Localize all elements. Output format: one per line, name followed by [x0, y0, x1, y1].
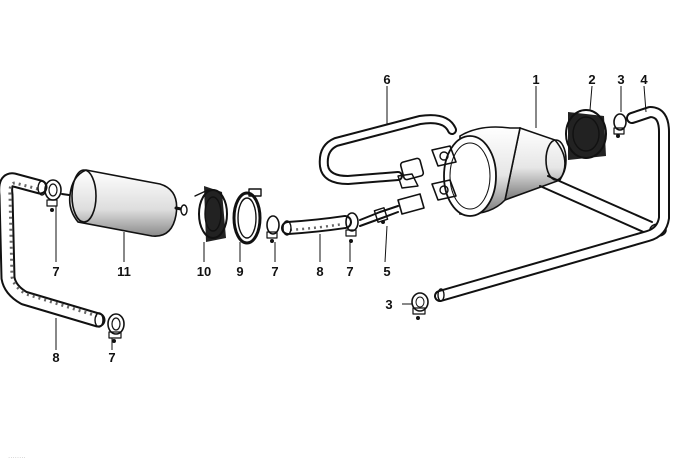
- callout-7-middle-left: 7: [271, 264, 278, 279]
- callouts: 1 2 3 4 6 5 7 11 10 9 7 8 7 3 8 7: [52, 72, 648, 365]
- hose-fitting: [359, 193, 425, 227]
- retaining-ring: [232, 188, 262, 245]
- callout-3-top: 3: [617, 72, 624, 87]
- fuel-filter: [61, 169, 188, 237]
- callout-8-left: 8: [52, 350, 59, 365]
- watermark-dots: ........: [8, 451, 26, 460]
- callout-2: 2: [588, 72, 595, 87]
- hose-clamp-left-top: [44, 179, 62, 212]
- callout-9: 9: [236, 264, 243, 279]
- hose-middle: [281, 215, 352, 236]
- callout-4: 4: [640, 72, 648, 87]
- callout-11: 11: [117, 264, 131, 279]
- pump-bracket: [539, 175, 667, 237]
- hose-clamp-middle-left: [266, 215, 280, 243]
- callout-3-bottom: 3: [385, 297, 392, 312]
- hose-clamp-left-bottom: [107, 313, 125, 343]
- callout-5: 5: [383, 264, 390, 279]
- callout-8-middle: 8: [316, 264, 323, 279]
- return-tube: [318, 114, 457, 189]
- fuel-pump: [431, 126, 567, 217]
- hose-left-bent: [0, 172, 106, 328]
- callout-7-left: 7: [52, 264, 59, 279]
- rubber-ring: [194, 186, 228, 242]
- callout-7-bottom: 7: [108, 350, 115, 365]
- hose-long-right: [434, 106, 670, 302]
- callout-6: 6: [383, 72, 390, 87]
- callout-7-middle-right: 7: [346, 264, 353, 279]
- hose-clamp-pump-top: [613, 113, 627, 138]
- callout-1: 1: [532, 72, 539, 87]
- callout-10: 10: [197, 264, 211, 279]
- hose-clamp-bottom-right: [411, 292, 429, 320]
- pump-mounting-ring: [565, 109, 607, 160]
- leader-lines: [55, 85, 647, 350]
